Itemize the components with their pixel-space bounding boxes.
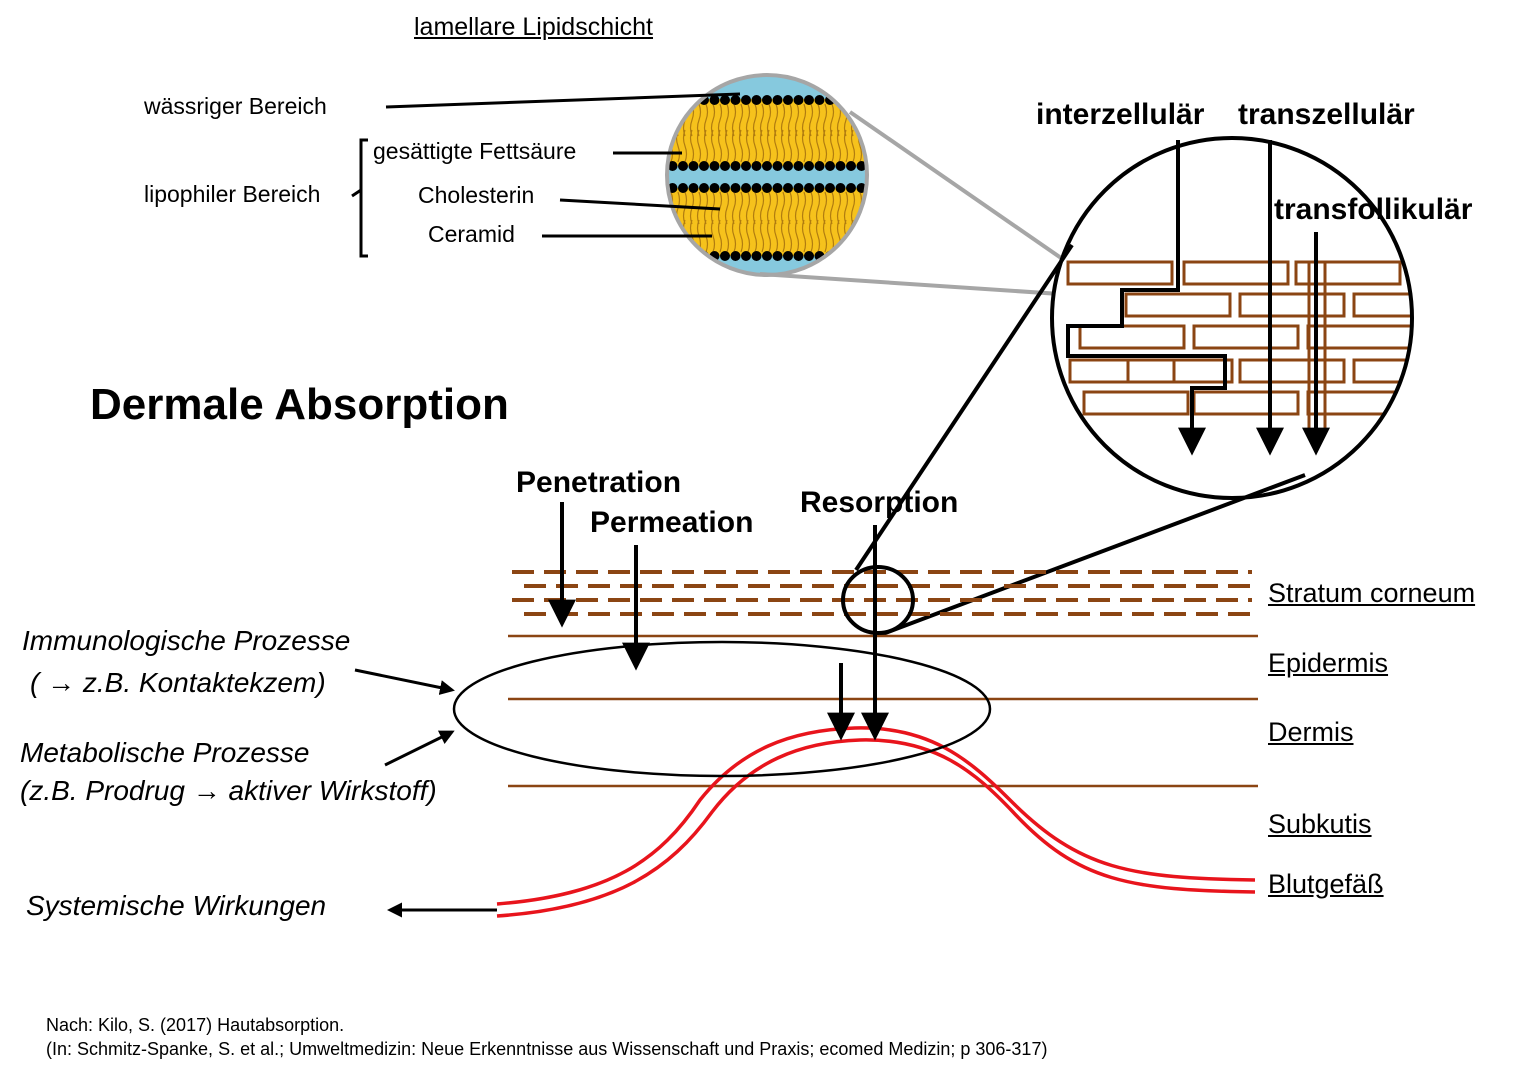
stratum-corneum-label: Stratum corneum bbox=[1268, 578, 1476, 608]
metabolic-label-line2: (z.B. Prodrug → aktiver Wirkstoff) bbox=[20, 775, 437, 806]
intercellular-label: interzellulär bbox=[1036, 98, 1205, 131]
penetration-label: Penetration bbox=[516, 466, 682, 499]
immuno-label-line2: ( → z.B. Kontaktekzem) bbox=[30, 667, 326, 698]
aqueous-label: wässriger Bereich bbox=[144, 93, 327, 119]
transfollicular-label: transfollikulär bbox=[1274, 193, 1473, 226]
blood-vessel-label: Blutgefäß bbox=[1268, 869, 1384, 899]
resorption-label: Resorption bbox=[800, 486, 959, 519]
blood-vessel bbox=[496, 726, 1256, 918]
zoom-connectors bbox=[854, 243, 1306, 637]
citation-line1: Nach: Kilo, S. (2017) Hautabsorption. bbox=[46, 1015, 345, 1035]
stratum-magnifier-circle bbox=[841, 565, 915, 635]
stratum-corneum-layer bbox=[512, 570, 1252, 616]
metabolic-label-line1: Metabolische Prozesse bbox=[20, 737, 310, 768]
dermis-label: Dermis bbox=[1268, 717, 1354, 747]
transcellular-label: transzellulär bbox=[1238, 98, 1415, 131]
lipophilic-bracket bbox=[351, 138, 368, 258]
intercellular-route-arrow bbox=[1066, 140, 1227, 456]
page-title: Dermale Absorption bbox=[90, 380, 509, 429]
cholesterol-label: Cholesterin bbox=[418, 182, 535, 208]
subcutis-label: Subkutis bbox=[1268, 809, 1372, 839]
immuno-arrow bbox=[354, 668, 455, 695]
lipophilic-label: lipophiler Bereich bbox=[144, 181, 321, 207]
fatty-acid-label: gesättigte Fettsäure bbox=[373, 138, 577, 164]
lipid-bilayer-zoom bbox=[665, 73, 869, 277]
skin-boundaries bbox=[508, 634, 1258, 788]
ceramide-label: Ceramid bbox=[428, 221, 515, 247]
lipid-label-lines bbox=[385, 92, 741, 238]
citation-line2: (In: Schmitz-Spanke, S. et al.; Umweltme… bbox=[46, 1039, 1048, 1059]
permeation-label: Permeation bbox=[590, 506, 754, 539]
epidermis-label: Epidermis bbox=[1268, 648, 1389, 678]
metabolic-arrow bbox=[384, 730, 455, 767]
immuno-label-line1: Immunologische Prozesse bbox=[22, 625, 351, 656]
stratum-corneum-zoom bbox=[1050, 136, 1414, 500]
systemic-label: Systemische Wirkungen bbox=[26, 890, 327, 921]
lipid-heading: lamellare Lipidschicht bbox=[414, 13, 654, 41]
process-ellipse bbox=[452, 640, 992, 778]
